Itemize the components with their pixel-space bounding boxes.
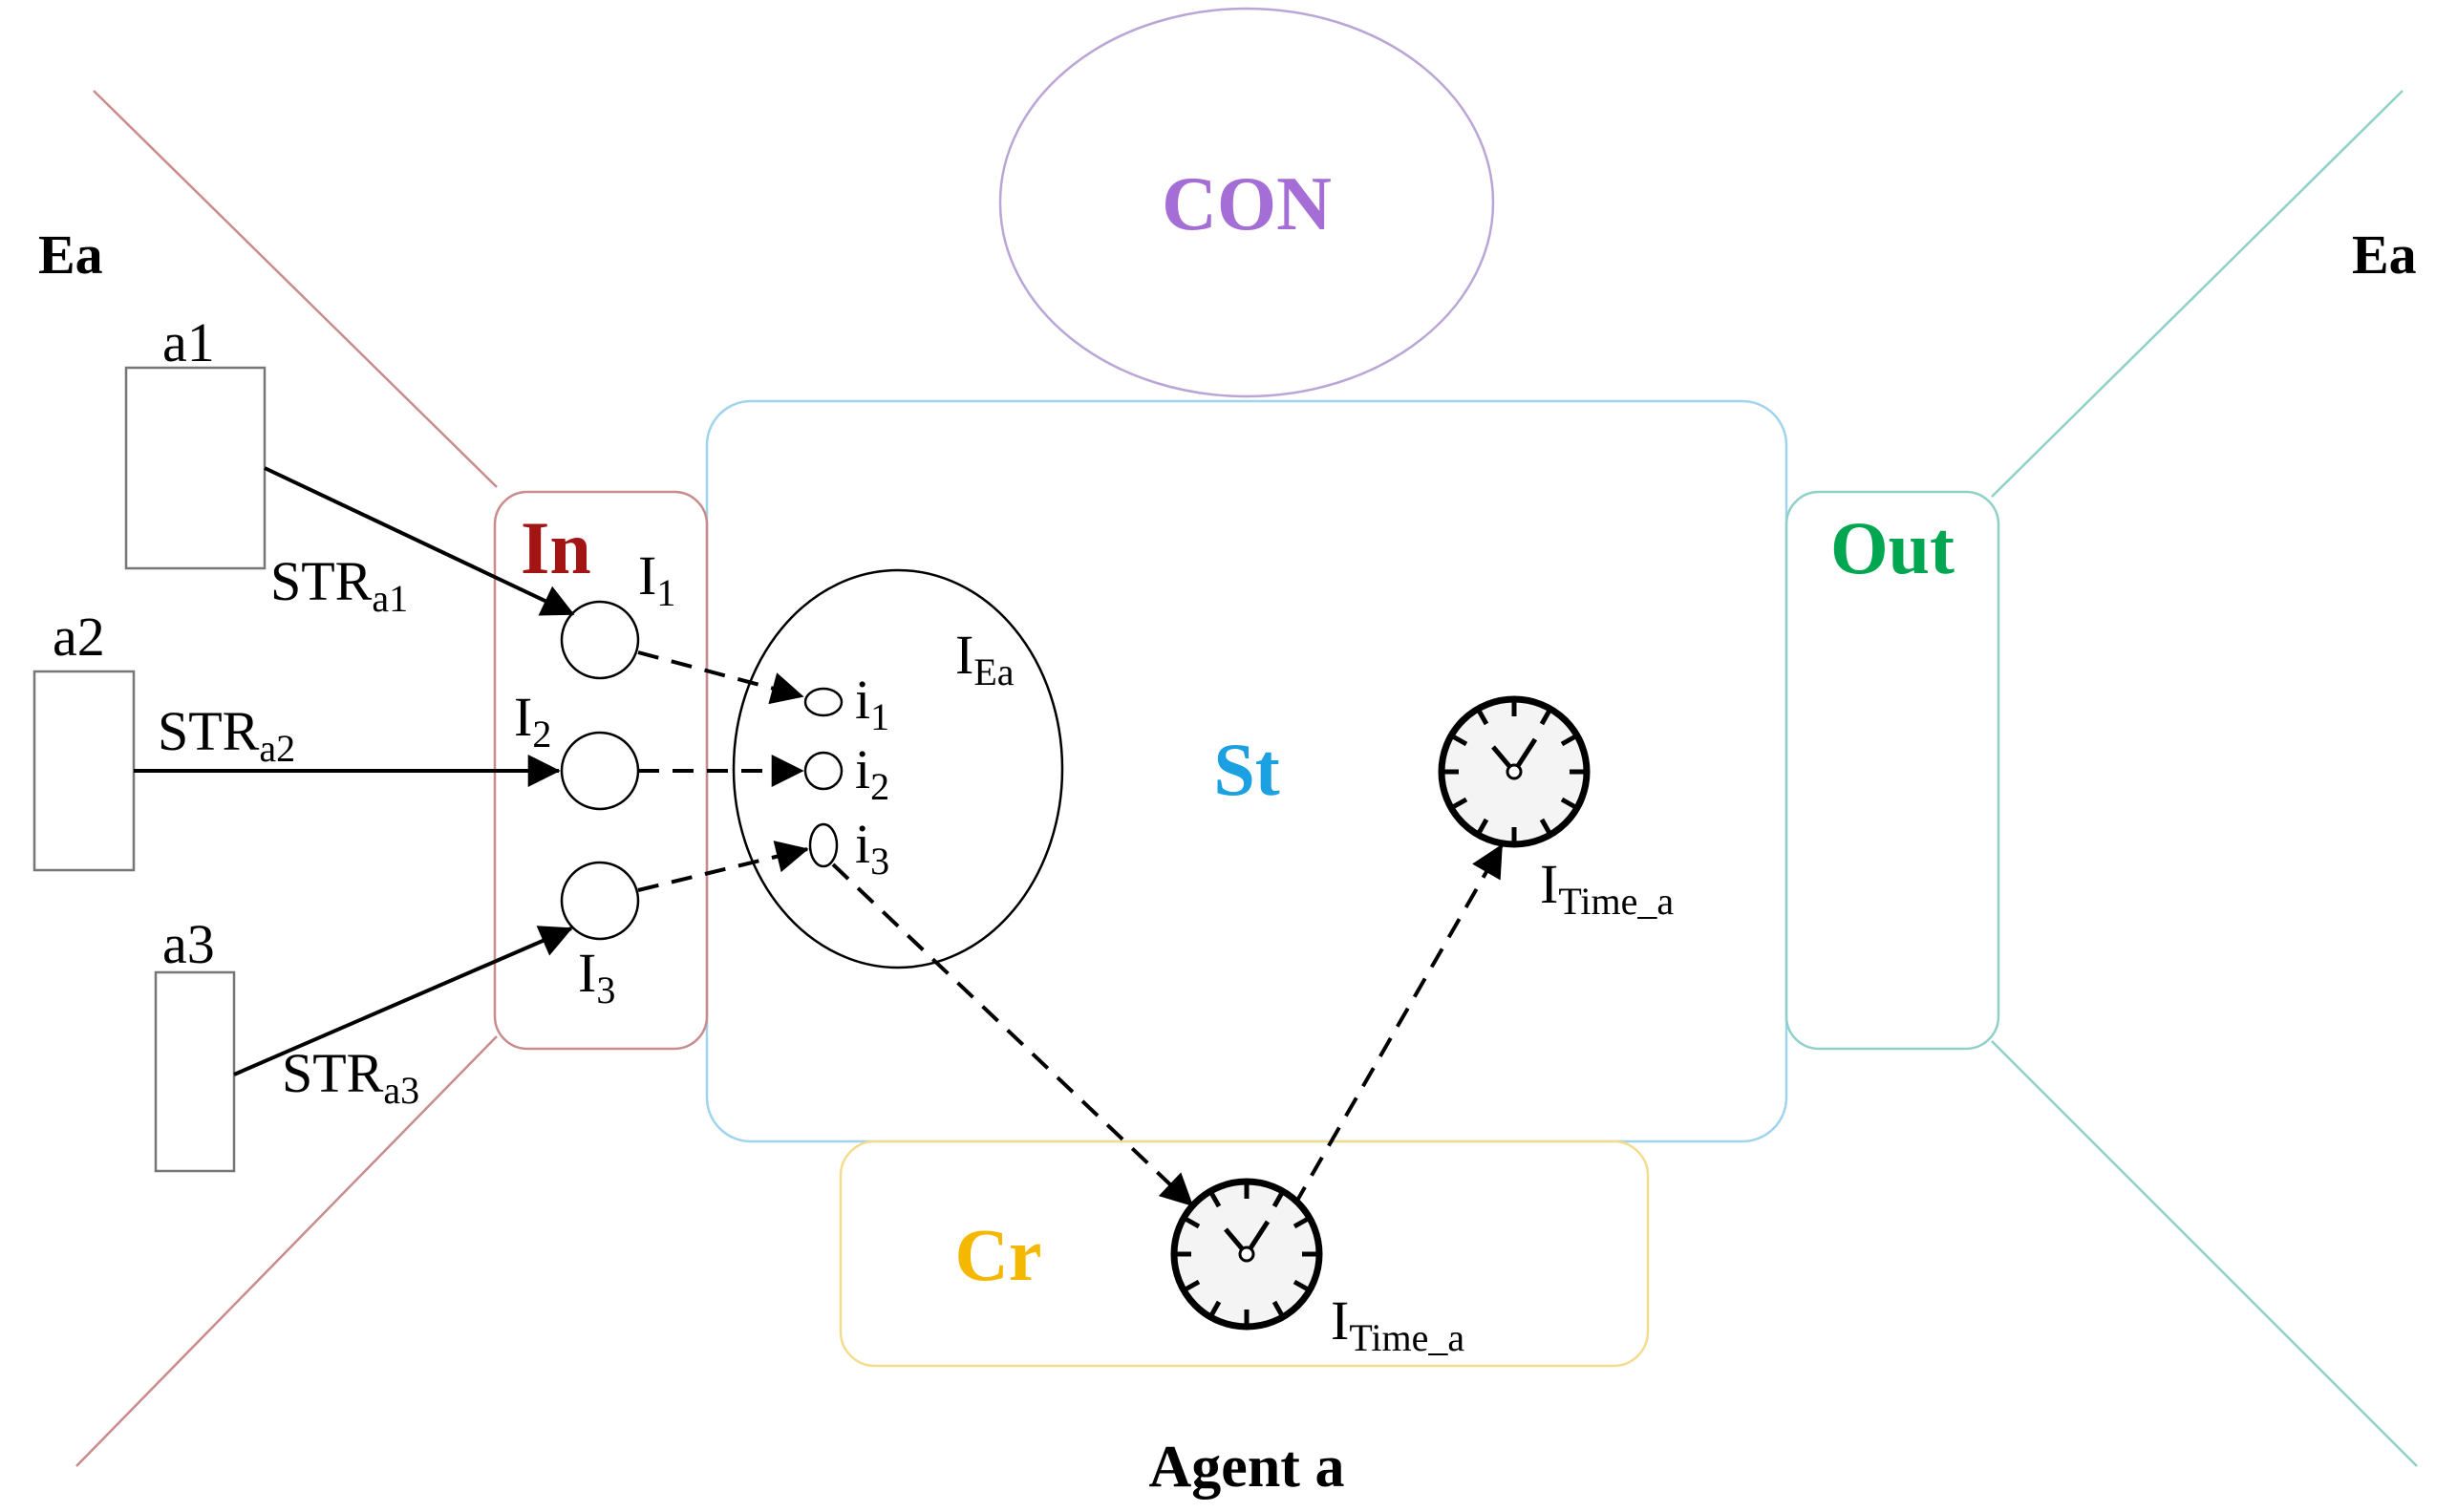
iea-ellipse bbox=[732, 568, 1064, 969]
str-a1-label: STRa1 bbox=[270, 550, 408, 620]
itime-st-label: ITime_a bbox=[1540, 853, 1674, 923]
st-label: St bbox=[1213, 728, 1279, 811]
out-label: Out bbox=[1830, 506, 1955, 589]
i2-label: i2 bbox=[855, 738, 889, 808]
agent-a2-box bbox=[32, 670, 136, 872]
out-box bbox=[1784, 490, 2000, 1051]
i3-label: i3 bbox=[855, 813, 889, 883]
input-I1-circle bbox=[560, 600, 640, 680]
str-a1-arrow bbox=[264, 466, 575, 616]
i1-label: i1 bbox=[855, 669, 889, 738]
I3-to-i3-arrow bbox=[637, 841, 809, 892]
agent-a2-label: a2 bbox=[53, 606, 105, 668]
input-I3-label: I3 bbox=[578, 942, 615, 1012]
con-label: CON bbox=[1162, 162, 1332, 246]
agent-title: Agent a bbox=[1149, 1435, 1345, 1500]
str-a3-label: STRa3 bbox=[282, 1042, 419, 1112]
agent-a3-box bbox=[154, 970, 236, 1173]
agent-a3-label: a3 bbox=[162, 913, 215, 975]
cr-label: Cr bbox=[955, 1213, 1042, 1296]
i3-to-clock-cr-arrow bbox=[831, 862, 1194, 1207]
env-line-left-top bbox=[93, 90, 498, 488]
iea-label: IEa bbox=[955, 624, 1015, 693]
i2-node bbox=[803, 751, 844, 791]
str-a2-label: STRa2 bbox=[158, 700, 295, 770]
input-I2-circle bbox=[560, 731, 640, 811]
input-I1-label: I1 bbox=[638, 544, 675, 614]
con-ellipse bbox=[998, 7, 1495, 398]
I1-to-i1-arrow bbox=[637, 650, 804, 705]
cr-box bbox=[839, 1139, 1650, 1368]
clock-st-icon bbox=[1438, 695, 1591, 848]
env-line-right-top bbox=[1991, 90, 2404, 498]
env-line-right-bottom bbox=[1991, 1040, 2418, 1467]
env-label-right: Ea bbox=[2352, 224, 2417, 286]
input-I3-circle bbox=[560, 861, 640, 941]
i1-node bbox=[803, 687, 844, 717]
itime-cr-label: ITime_a bbox=[1331, 1289, 1464, 1359]
env-label-left: Ea bbox=[38, 224, 103, 286]
agent-a1-box bbox=[124, 366, 267, 570]
env-line-left-bottom bbox=[75, 1035, 498, 1467]
in-label: In bbox=[521, 506, 591, 589]
clock-cr-icon bbox=[1170, 1178, 1323, 1331]
str-a3-arrow bbox=[233, 926, 573, 1076]
input-I2-label: I2 bbox=[514, 686, 551, 756]
agent-a1-label: a1 bbox=[162, 311, 215, 373]
i3-node bbox=[808, 822, 839, 868]
clock-cr-to-clock-st-arrow bbox=[1293, 843, 1504, 1206]
